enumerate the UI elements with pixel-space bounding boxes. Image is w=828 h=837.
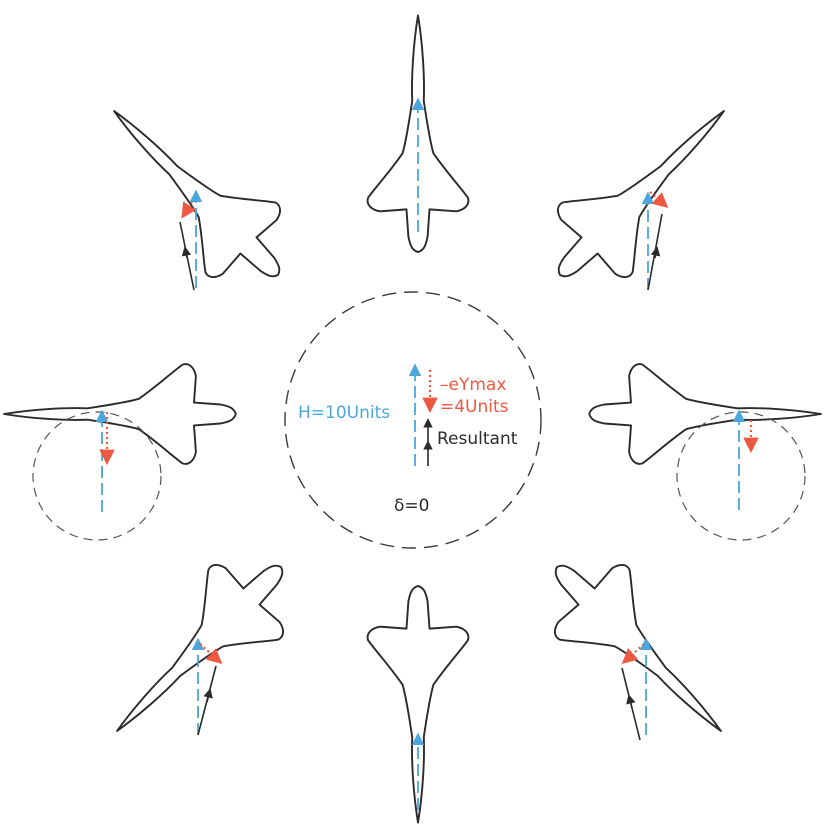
aircraft-lower-left (80, 530, 318, 768)
resultant-arrowhead (650, 246, 661, 259)
center-legend: H=10Units –eYmax =4Units Resultant δ=0 (298, 363, 518, 516)
center-circle (284, 291, 542, 549)
aircraft-lower-right (520, 530, 758, 768)
eymax-label: –eYmax (440, 375, 506, 395)
aircraft-left (3, 363, 237, 541)
h-label: H=10Units (298, 403, 390, 423)
resultant-arrowhead (181, 246, 192, 259)
lateral-vector (649, 191, 669, 209)
aircraft-upper-left (77, 74, 315, 312)
aircraft-upper-right (523, 74, 761, 312)
delta-label: δ=0 (394, 496, 429, 516)
aircraft-right (588, 363, 822, 541)
turn-circle-right (676, 411, 806, 541)
aircraft-top (366, 14, 470, 254)
resultant-vector (647, 213, 663, 291)
aircraft-bottom (366, 584, 470, 824)
resultant-label: Resultant (437, 429, 518, 449)
units-label: =4Units (440, 397, 509, 417)
resultant-arrowhead (203, 688, 213, 703)
resultant-arrowhead (626, 694, 636, 709)
